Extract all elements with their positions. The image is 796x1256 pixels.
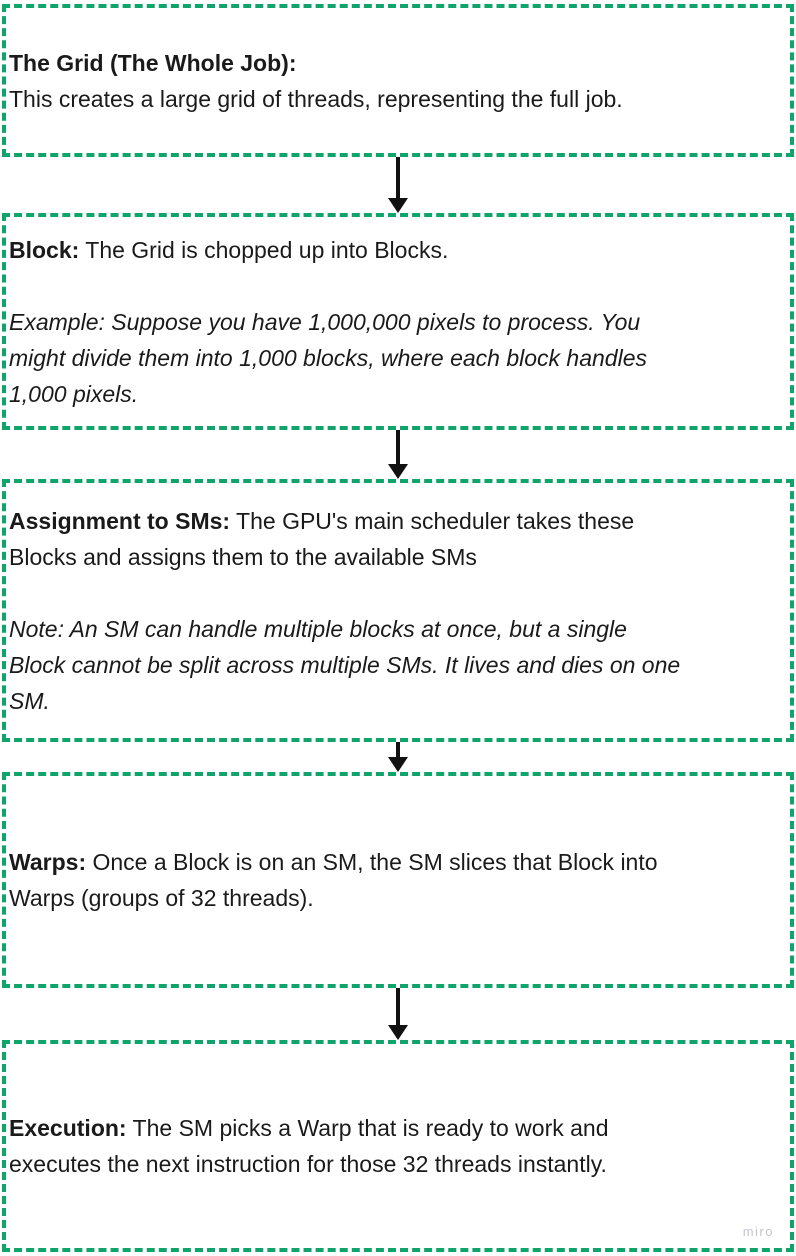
flow-arrow-warps-to-execution[interactable] [0,988,796,1040]
arrow-stem [396,157,400,198]
box-grid-text: The Grid (The Whole Job): This creates a … [9,45,784,117]
box-grid-body: This creates a large grid of threads, re… [9,85,623,112]
flow-box-block[interactable]: Block: The Grid is chopped up into Block… [2,213,794,430]
box-grid-title: The Grid (The Whole Job): [9,49,297,76]
box-block-lead: Block: [9,236,80,263]
arrowhead-down-icon [388,198,408,213]
arrow-stem [396,988,400,1025]
flow-box-execution[interactable]: Execution: The SM picks a Warp that is r… [2,1040,794,1252]
box-assign-lead: Assignment to SMs: [9,507,231,534]
box-block-body: The Grid is chopped up into Blocks. [79,236,449,263]
arrowhead-down-icon [388,1025,408,1040]
box-exec-text: Execution: The SM picks a Warp that is r… [9,1110,784,1182]
box-assign-text: Assignment to SMs: The GPU's main schedu… [9,503,784,575]
box-assign-body: The GPU's main scheduler takes these Blo… [9,507,635,570]
box-assign-note: Note: An SM can handle multiple blocks a… [9,615,681,714]
box-block-text: Block: The Grid is chopped up into Block… [9,232,784,268]
arrow-stem [396,742,400,757]
flow-arrow-grid-to-block[interactable] [0,157,796,213]
box-exec-lead: Execution: [9,1115,127,1141]
flow-box-grid[interactable]: The Grid (The Whole Job): This creates a … [2,4,794,157]
flow-arrow-block-to-assign[interactable] [0,430,796,479]
box-block-note: Example: Suppose you have 1,000,000 pixe… [9,308,647,407]
arrow-stem [396,430,400,464]
box-warps-body: Once a Block is on an SM, the SM slices … [9,849,658,911]
arrowhead-down-icon [388,757,408,772]
box-warps-text: Warps: Once a Block is on an SM, the SM … [9,844,784,916]
box-warps-lead: Warps: [9,849,87,875]
flow-box-assignment-to-sms[interactable]: Assignment to SMs: The GPU's main schedu… [2,479,794,742]
box-exec-body: The SM picks a Warp that is ready to wor… [9,1115,609,1177]
miro-watermark-logo: miro [742,1224,774,1239]
flow-box-warps[interactable]: Warps: Once a Block is on an SM, the SM … [2,772,794,988]
flow-arrow-assign-to-warps[interactable] [0,742,796,772]
arrowhead-down-icon [388,464,408,479]
